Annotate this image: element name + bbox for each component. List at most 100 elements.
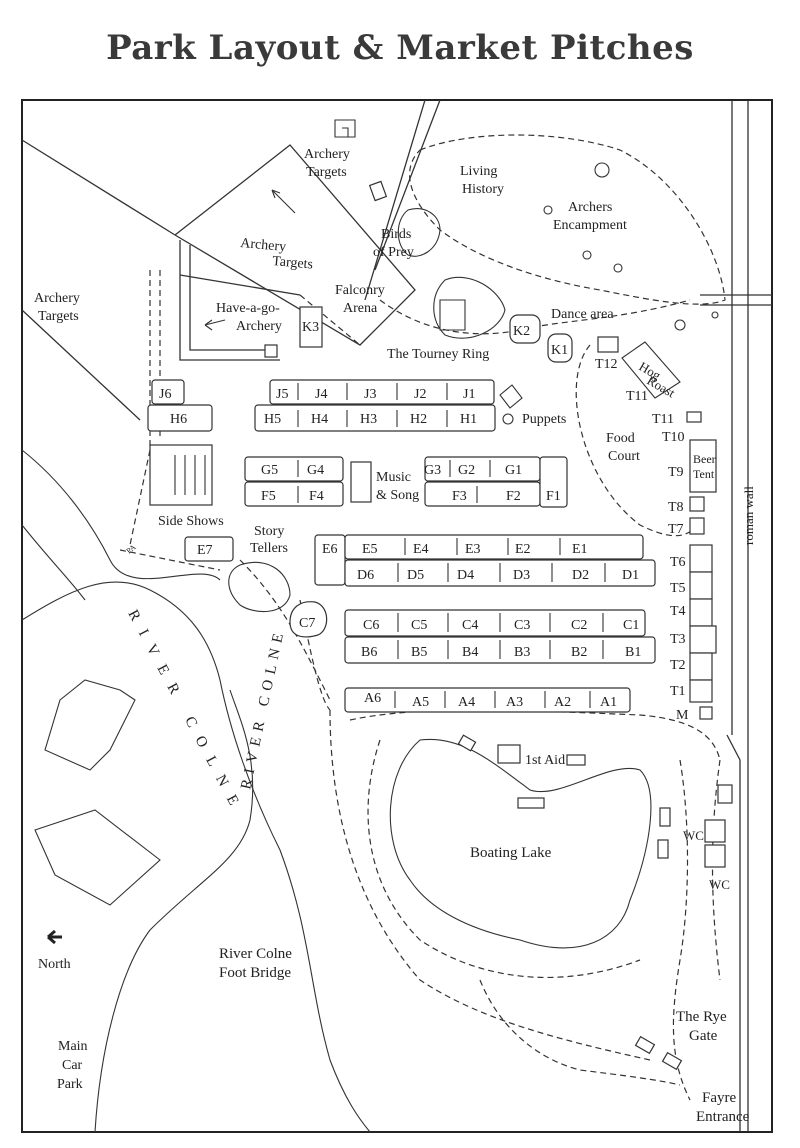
pitch-E1: E1 <box>572 542 588 557</box>
pitch-G4: G4 <box>307 463 324 478</box>
pitch-T2: T2 <box>670 658 686 673</box>
label-foot-bridge-2: Foot Bridge <box>219 965 291 981</box>
pitch-D4: D4 <box>457 568 474 583</box>
label-wc-1: WC <box>683 828 704 843</box>
pitch-H1: H1 <box>460 412 477 427</box>
label-dance-area: Dance area <box>551 307 614 322</box>
label-side-shows: Side Shows <box>158 514 224 529</box>
map-linework <box>21 99 772 1133</box>
pitch-T8: T8 <box>668 500 684 515</box>
pitch-G5: G5 <box>261 463 278 478</box>
pitch-A1: A1 <box>600 695 617 710</box>
pitch-D5: D5 <box>407 568 424 583</box>
label-foot-bridge-1: River Colne <box>219 946 292 962</box>
pitch-T9: T9 <box>668 465 684 480</box>
pitch-C6: C6 <box>363 618 379 633</box>
label-archery-targets-top-1: Archery <box>304 147 350 162</box>
label-falconry-arena-2: Arena <box>343 301 378 316</box>
pitch-H4: H4 <box>311 412 328 427</box>
label-have-a-go-1: Have-a-go- <box>216 301 280 316</box>
pitch-F5: F5 <box>261 489 276 504</box>
label-archery-targets-left-1: Archery <box>34 291 80 306</box>
pitch-B5: B5 <box>411 645 427 660</box>
label-story-tellers-2: Tellers <box>250 541 288 556</box>
label-main-car-park-3: Park <box>57 1077 83 1092</box>
pitch-T11a: T11 <box>626 389 648 404</box>
pitch-B4: B4 <box>462 645 478 660</box>
label-archery-targets-mid-2: Targets <box>272 254 314 272</box>
pitch-G1: G1 <box>505 463 522 478</box>
pitch-G2: G2 <box>458 463 475 478</box>
pitch-J5: J5 <box>276 387 288 402</box>
pitch-labels: K3 K2 K1 J6 J5 J4 J3 J2 J1 H6 H5 H4 H3 H… <box>159 320 689 723</box>
pitch-H5: H5 <box>264 412 281 427</box>
pitch-T3: T3 <box>670 632 686 647</box>
label-archers-encampment-1: Archers <box>568 200 612 215</box>
pitch-A6: A6 <box>364 691 381 706</box>
pitch-C5: C5 <box>411 618 427 633</box>
label-falconry-arena-1: Falconry <box>335 283 385 298</box>
label-birds-of-prey-2: of Prey <box>373 245 414 260</box>
pitch-B1: B1 <box>625 645 641 660</box>
pitch-E2: E2 <box>515 542 531 557</box>
pitch-T5: T5 <box>670 581 686 596</box>
stall-rows <box>147 306 717 713</box>
pitch-E6: E6 <box>322 542 338 557</box>
pitch-A4: A4 <box>458 695 475 710</box>
pitch-F2: F2 <box>506 489 521 504</box>
pitch-T1: T1 <box>670 684 686 699</box>
label-birds-of-prey-1: Birds <box>381 227 411 242</box>
pitch-A3: A3 <box>506 695 523 710</box>
label-living-history-2: History <box>462 182 504 197</box>
label-north: North <box>38 957 71 972</box>
pitch-T11b: T11 <box>652 412 674 427</box>
label-rye-gate-1: The Rye <box>676 1009 727 1025</box>
pitch-E4: E4 <box>413 542 429 557</box>
label-roman-wall: roman wall <box>741 486 756 545</box>
pitch-T7: T7 <box>668 522 684 537</box>
pitch-J4: J4 <box>315 387 327 402</box>
label-food-court-1: Food <box>606 431 635 446</box>
pitch-C3: C3 <box>514 618 530 633</box>
pitch-T4: T4 <box>670 604 686 619</box>
label-fayre-entrance-2: Entrance <box>696 1109 750 1125</box>
pitch-K2: K2 <box>513 324 530 339</box>
pitch-J2: J2 <box>414 387 426 402</box>
label-main-car-park-1: Main <box>58 1039 88 1054</box>
pitch-A2: A2 <box>554 695 571 710</box>
pitch-C4: C4 <box>462 618 478 633</box>
archery-arrow-icon <box>271 189 296 214</box>
pitch-K3: K3 <box>302 320 319 335</box>
have-a-go-arrow-icon <box>204 319 226 331</box>
pitch-H2: H2 <box>410 412 427 427</box>
pitch-D2: D2 <box>572 568 589 583</box>
pitch-E3: E3 <box>465 542 481 557</box>
pitch-C2: C2 <box>571 618 587 633</box>
label-music-song-1: Music <box>376 470 411 485</box>
label-food-court-2: Court <box>608 449 640 464</box>
label-archery-targets-mid-1: Archery <box>240 236 287 255</box>
label-archery-targets-left-2: Targets <box>38 309 79 324</box>
pitch-T12: T12 <box>595 357 618 372</box>
pitch-A5: A5 <box>412 695 429 710</box>
pitch-E7: E7 <box>197 543 213 558</box>
label-rye-gate-2: Gate <box>689 1028 718 1044</box>
label-first-aid: 1st Aid <box>525 753 565 768</box>
pitch-F4: F4 <box>309 489 324 504</box>
pitch-D6: D6 <box>357 568 374 583</box>
label-boating-lake: Boating Lake <box>470 845 552 861</box>
pitch-F3: F3 <box>452 489 467 504</box>
pitch-J3: J3 <box>364 387 376 402</box>
pitch-B3: B3 <box>514 645 530 660</box>
pitch-D3: D3 <box>513 568 530 583</box>
pitch-T10: T10 <box>662 430 685 445</box>
label-wc-2: WC <box>709 877 730 892</box>
label-living-history-1: Living <box>460 164 497 179</box>
pitch-M: M <box>676 708 689 723</box>
page-title: Park Layout & Market Pitches <box>106 28 694 68</box>
pitch-J1: J1 <box>463 387 475 402</box>
label-fayre-entrance-1: Fayre <box>702 1090 736 1106</box>
pitch-D1: D1 <box>622 568 639 583</box>
label-story-tellers-1: Story <box>254 524 284 539</box>
